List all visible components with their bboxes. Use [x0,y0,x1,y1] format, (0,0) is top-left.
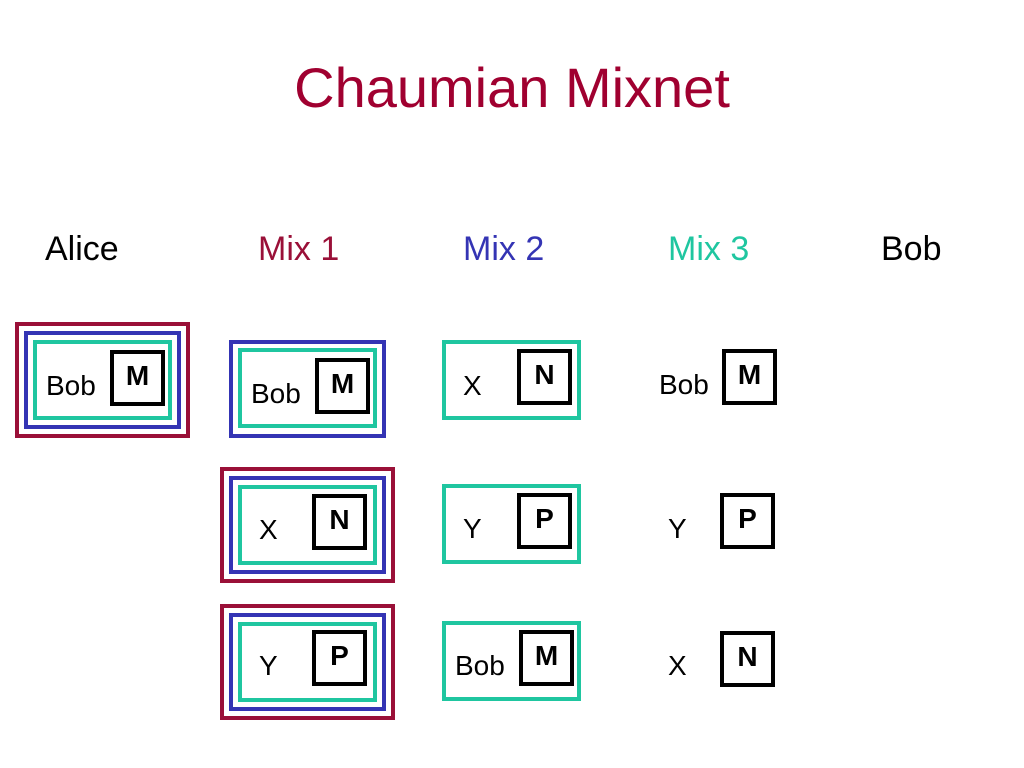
column-header-alice: Alice [45,230,119,268]
column-header-mix3: Mix 3 [668,230,750,268]
column-header-bob: Bob [881,230,942,268]
mix3-encryption-layer [238,348,377,428]
mix2-encryption-layer [229,613,386,711]
recipient-label: Bob [46,370,96,401]
mix2-encryption-layer [24,331,181,429]
payload-box: M [722,349,777,405]
column-header-mix2: Mix 2 [463,230,545,268]
recipient-label: Bob [455,650,505,681]
mix1-encryption-layer [220,467,395,583]
recipient-label: Bob [251,378,301,409]
mix3-encryption-layer [33,340,172,420]
mix2-encryption-layer [229,340,386,438]
column-header-mix1: Mix 1 [258,230,340,268]
mix3-encryption-layer [238,485,377,565]
payload-box: P [312,630,367,686]
recipient-label: X [668,650,687,681]
recipient-label: X [259,514,278,545]
payload-box: N [312,494,367,550]
mix1-encryption-layer [220,604,395,720]
recipient-label: Y [668,513,687,544]
mix3-encryption-layer [442,621,581,701]
payload-box: M [519,630,574,686]
payload-box: M [110,350,165,406]
mix2-encryption-layer [229,476,386,574]
slide-title: Chaumian Mixnet [294,56,730,119]
mix3-encryption-layer [442,340,581,420]
payload-box: N [720,631,775,687]
payload-box: M [315,358,370,414]
mix3-encryption-layer [238,622,377,702]
mix3-encryption-layer [442,484,581,564]
recipient-label: Y [463,513,482,544]
recipient-label: Bob [659,369,709,400]
mix1-encryption-layer [15,322,190,438]
recipient-label: X [463,370,482,401]
payload-box: P [517,493,572,549]
recipient-label: Y [259,650,278,681]
payload-box: P [720,493,775,549]
payload-box: N [517,349,572,405]
